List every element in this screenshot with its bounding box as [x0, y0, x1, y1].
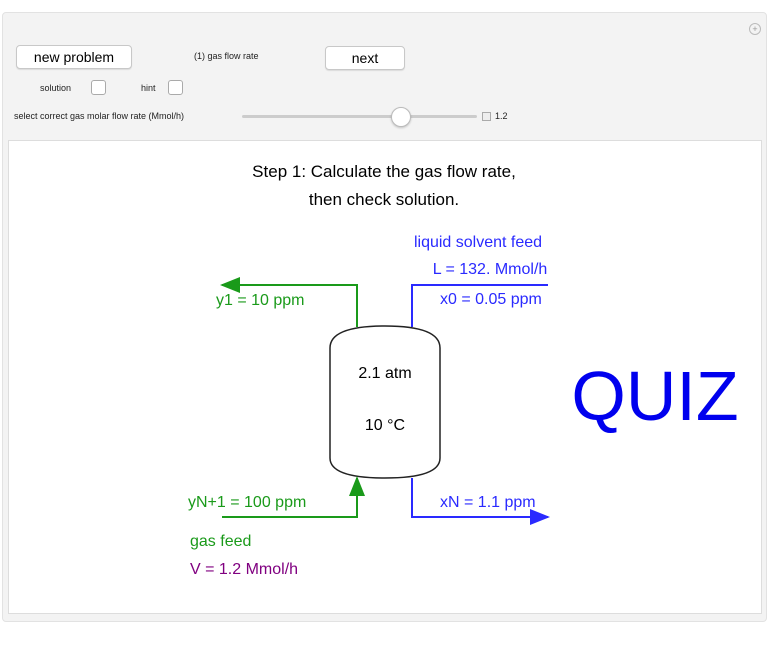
liquid-inlet-line [411, 284, 548, 327]
pressure-label: 2.1 atm [358, 365, 411, 382]
liquid-rate: L = 132. Mmol/h [433, 261, 548, 278]
liquid-outlet-line [411, 478, 550, 525]
solution-checkbox[interactable] [91, 80, 106, 95]
plus-icon[interactable]: + [749, 23, 761, 35]
xN-label: xN = 1.1 ppm [440, 494, 536, 511]
hint-label: hint [141, 83, 156, 93]
slider-value: 1.2 [495, 111, 508, 121]
hint-checkbox[interactable] [168, 80, 183, 95]
title-line1: Step 1: Calculate the gas flow rate, [252, 162, 516, 181]
yN1-label: yN+1 = 100 ppm [188, 494, 306, 511]
gas-feed-label: gas feed [190, 533, 251, 550]
gas-inlet-line [222, 476, 365, 518]
x0-label: x0 = 0.05 ppm [440, 291, 542, 308]
next-button[interactable]: next [325, 46, 405, 70]
liquid-label: liquid solvent feed [414, 234, 542, 251]
temperature-label: 10 °C [365, 417, 405, 434]
slider-label: select correct gas molar flow rate (Mmol… [14, 111, 185, 121]
solution-label: solution [40, 83, 72, 93]
y1-label: y1 = 10 ppm [216, 292, 305, 309]
gas-outlet-line [220, 277, 358, 327]
step-label: (1) gas flow rate [194, 51, 259, 61]
new-problem-button[interactable]: new problem [16, 45, 132, 69]
slider-expand-icon[interactable] [482, 112, 491, 121]
gas-rate-label: V = 1.2 Mmol/h [190, 561, 298, 578]
quiz-watermark: QUIZ [571, 357, 738, 435]
title-line2: then check solution. [309, 190, 459, 209]
slider-thumb[interactable] [391, 107, 411, 127]
absorber-column [329, 325, 441, 479]
flow-rate-slider[interactable] [242, 115, 477, 118]
